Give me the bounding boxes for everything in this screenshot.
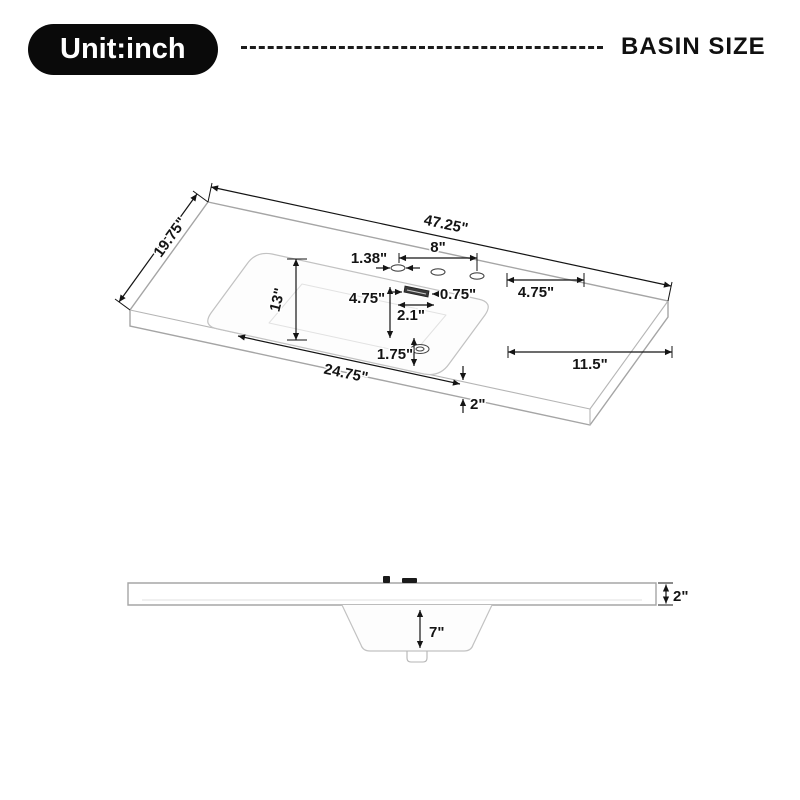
dim-rim-thickness-label: 2" — [673, 588, 688, 605]
top-view-drawing: 47.25" 19.75" 8" 1.38" 13" — [114, 182, 673, 426]
side-bowl-profile — [341, 604, 493, 652]
dim-bowl-depth-side-label: 7" — [429, 624, 444, 641]
dim-deck-to-bowl-label: 4.75" — [349, 290, 385, 307]
dim-right-deck-label: 4.75" — [518, 284, 554, 301]
faucet-hole-left — [390, 264, 406, 272]
dim-hole-diameter-label: 1.38" — [351, 250, 387, 267]
unit-badge-label: Unit:inch — [60, 33, 186, 65]
dim-drain-offset-label: 1.75" — [377, 346, 413, 363]
dim-faucet-span-label: 8" — [430, 239, 445, 256]
drain-hole-inner — [415, 346, 425, 352]
unit-badge: Unit:inch — [28, 24, 218, 76]
side-view-dimensions: 7" 2" — [416, 582, 690, 648]
dim-right-counter-label: 11.5" — [572, 356, 607, 373]
side-faucet-marks — [383, 576, 417, 583]
dim-overflow-length-label: 2.1" — [397, 307, 425, 324]
extension-line — [667, 281, 673, 302]
extension-line — [192, 190, 209, 203]
dim-front-edge-label: 2" — [470, 396, 485, 413]
faucet-hole-right — [469, 272, 485, 280]
overflow-slot-line — [406, 289, 427, 295]
page-title: BASIN SIZE — [621, 33, 766, 60]
extension-line — [114, 298, 131, 311]
dim-overall-width-line — [210, 185, 672, 288]
faucet-mark-wide — [402, 578, 417, 583]
dim-bowl-width-line — [237, 334, 461, 386]
extension-line — [207, 182, 213, 203]
dashed-separator — [241, 46, 603, 49]
faucet-mark-small — [383, 576, 390, 583]
side-drain-stub — [406, 651, 428, 663]
side-view-drawing: 7" 2" — [127, 576, 690, 663]
side-slab-outline — [127, 582, 657, 606]
faucet-hole-center — [430, 268, 446, 276]
dim-overflow-width-label: 0.75" — [440, 286, 476, 303]
dim-overall-depth-line — [118, 193, 198, 303]
